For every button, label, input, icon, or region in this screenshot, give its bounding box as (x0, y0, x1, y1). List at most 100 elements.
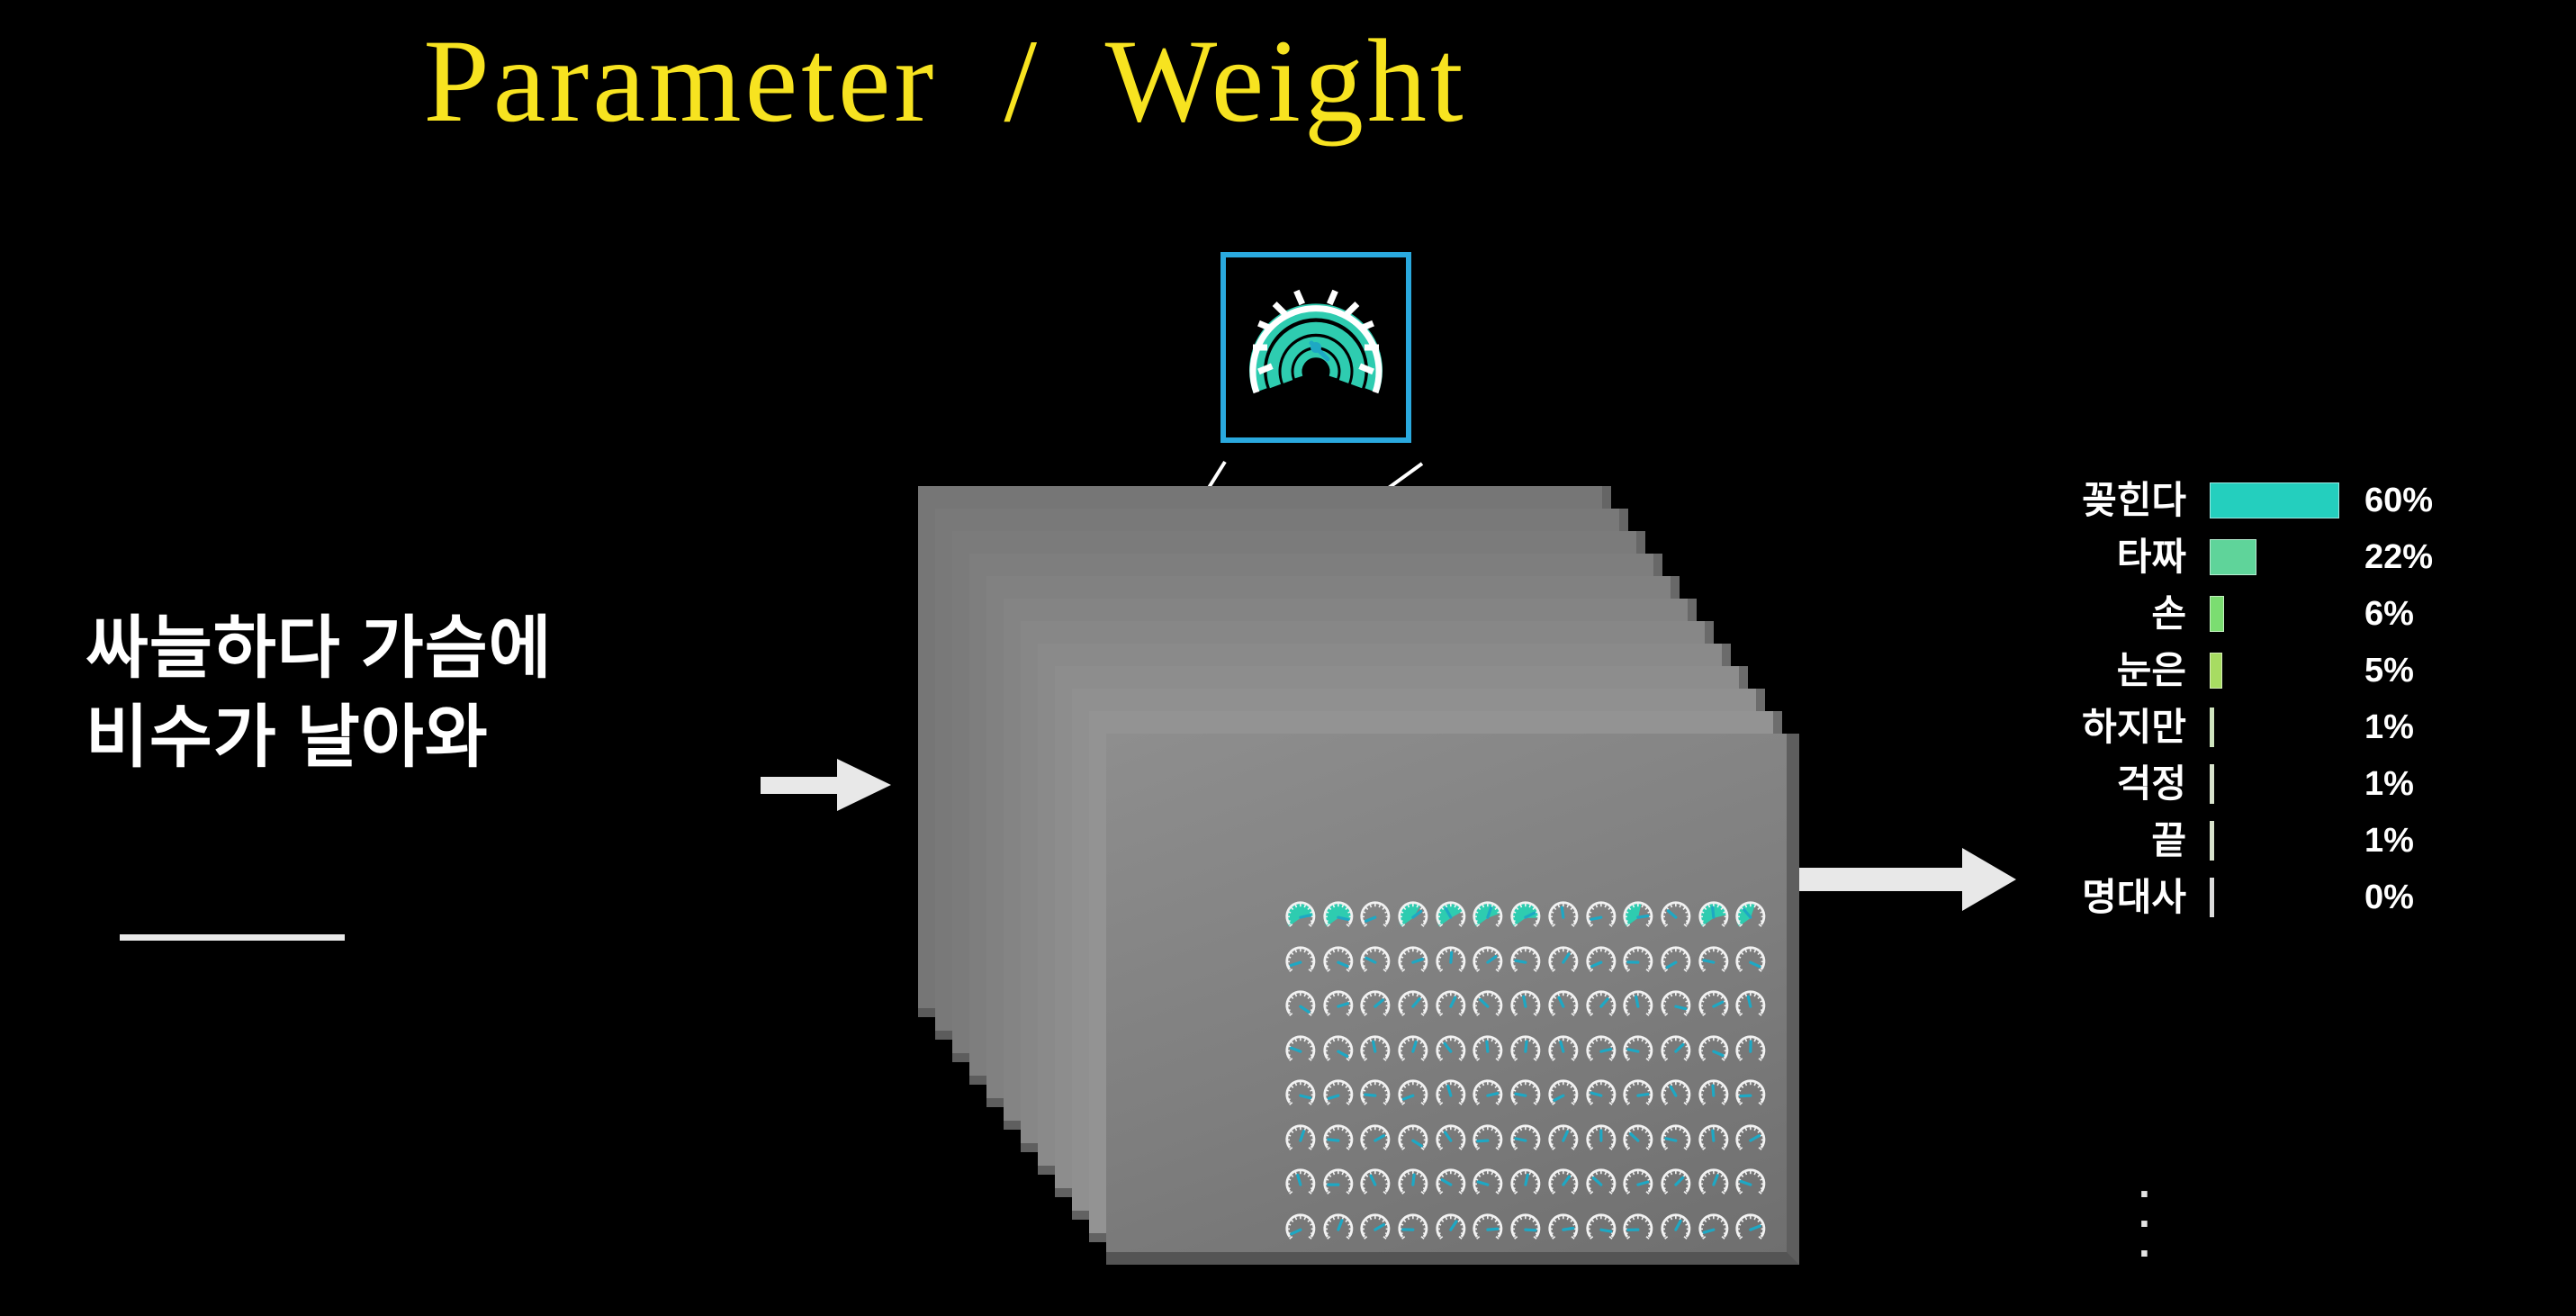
gauge-icon (1510, 1079, 1541, 1105)
gauge-icon (1623, 901, 1653, 927)
gauge-icon (1398, 1212, 1428, 1239)
gauge-icon (1285, 901, 1316, 927)
chart-bar (2210, 708, 2214, 747)
gauge-icon (1510, 945, 1541, 972)
gauge-icon (1323, 1212, 1353, 1239)
gauge-icon (1323, 945, 1353, 972)
gauge-icon (1323, 1168, 1353, 1194)
gauge-icon (1735, 990, 1766, 1016)
gauge-icon (1398, 1034, 1428, 1061)
gauge-icon (1323, 1123, 1353, 1150)
gauge-icon (1661, 1168, 1691, 1194)
chart-value-label: 1% (2364, 822, 2414, 860)
gauge-icon (1398, 1123, 1428, 1150)
gauge-icon (1585, 945, 1616, 972)
gauge-icon (1398, 990, 1428, 1016)
gauge-icon (1585, 1034, 1616, 1061)
gauge-icon (1585, 1079, 1616, 1105)
gauge-icon (1698, 1168, 1728, 1194)
chart-row: 타짜 22% (2034, 534, 2574, 581)
gauge-icon-magnified (1249, 289, 1383, 394)
gauge-icon (1360, 1079, 1391, 1105)
gauge-icon (1360, 1168, 1391, 1194)
chart-row: 하지만 1% (2034, 704, 2574, 751)
chart-value-label: 1% (2364, 765, 2414, 803)
chart-category-label: 명대사 (2082, 876, 2186, 918)
gauge-icon (1698, 1034, 1728, 1061)
gauge-icon (1360, 1034, 1391, 1061)
magnified-gauge-callout (1220, 252, 1411, 443)
chart-bar-track (2210, 596, 2354, 632)
chart-bar-track (2210, 708, 2354, 747)
gauge-icon (1735, 945, 1766, 972)
gauge-icon (1436, 1034, 1466, 1061)
gauge-icon (1510, 1123, 1541, 1150)
parameter-layer-stack (918, 486, 1872, 1265)
gauge-icon (1661, 1079, 1691, 1105)
page-title: Parameter / Weight (423, 14, 1467, 147)
output-arrow-icon (1751, 848, 2016, 911)
gauge-icon (1548, 945, 1579, 972)
chart-bar (2210, 653, 2222, 689)
chart-bar-track (2210, 653, 2354, 689)
chart-value-label: 22% (2364, 538, 2434, 576)
prompt-underline (120, 934, 345, 941)
gauge-icon (1623, 1123, 1653, 1150)
gauge-icon (1735, 1123, 1766, 1150)
gauge-icon (1698, 990, 1728, 1016)
chart-category-label: 걱정 (2116, 762, 2186, 805)
gauge-icon (1548, 990, 1579, 1016)
gauge-icon (1585, 1123, 1616, 1150)
gauge-icon (1698, 1079, 1728, 1105)
chart-ellipsis: ··· (2139, 1170, 2153, 1277)
gauge-icon (1285, 990, 1316, 1016)
chart-bar-track (2210, 821, 2354, 861)
chart-bar-track (2210, 878, 2354, 917)
gauge-icon (1473, 945, 1503, 972)
gauge-icon (1510, 1212, 1541, 1239)
input-arrow-icon (761, 759, 891, 811)
chart-bar (2210, 596, 2224, 632)
chart-category-label: 타짜 (2116, 536, 2186, 578)
gauge-icon (1285, 1079, 1316, 1105)
chart-bar (2210, 821, 2214, 861)
gauge-icon (1436, 1123, 1466, 1150)
gauge-icon (1548, 901, 1579, 927)
chart-bar-track (2210, 764, 2354, 804)
chart-value-label: 0% (2364, 879, 2414, 916)
gauge-icon (1360, 1123, 1391, 1150)
gauge-icon (1473, 1168, 1503, 1194)
chart-value-label: 1% (2364, 708, 2414, 746)
chart-bar (2210, 539, 2256, 575)
gauge-icon (1473, 1212, 1503, 1239)
gauge-icon (1623, 1212, 1653, 1239)
gauge-icon (1398, 945, 1428, 972)
gauge-icon (1548, 1168, 1579, 1194)
gauge-icon (1285, 1168, 1316, 1194)
gauge-icon (1623, 1079, 1653, 1105)
parameter-grid (1283, 896, 1769, 1247)
gauge-icon (1473, 990, 1503, 1016)
gauge-icon (1285, 1212, 1316, 1239)
gauge-icon (1473, 1123, 1503, 1150)
gauge-icon (1510, 990, 1541, 1016)
gauge-icon (1585, 1168, 1616, 1194)
gauge-icon (1585, 990, 1616, 1016)
chart-bar (2210, 878, 2214, 917)
gauge-icon (1398, 1079, 1428, 1105)
gauge-icon (1661, 901, 1691, 927)
gauge-icon (1735, 1034, 1766, 1061)
gauge-icon (1698, 1123, 1728, 1150)
gauge-icon (1436, 990, 1466, 1016)
gauge-icon (1661, 990, 1691, 1016)
chart-category-label: 눈은 (2116, 649, 2186, 691)
gauge-icon (1510, 1168, 1541, 1194)
gauge-icon (1473, 1079, 1503, 1105)
gauge-icon (1585, 901, 1616, 927)
chart-bar-track (2210, 482, 2354, 518)
gauge-icon (1548, 1079, 1579, 1105)
chart-category-label: 하지만 (2082, 706, 2186, 748)
gauge-icon (1585, 1212, 1616, 1239)
